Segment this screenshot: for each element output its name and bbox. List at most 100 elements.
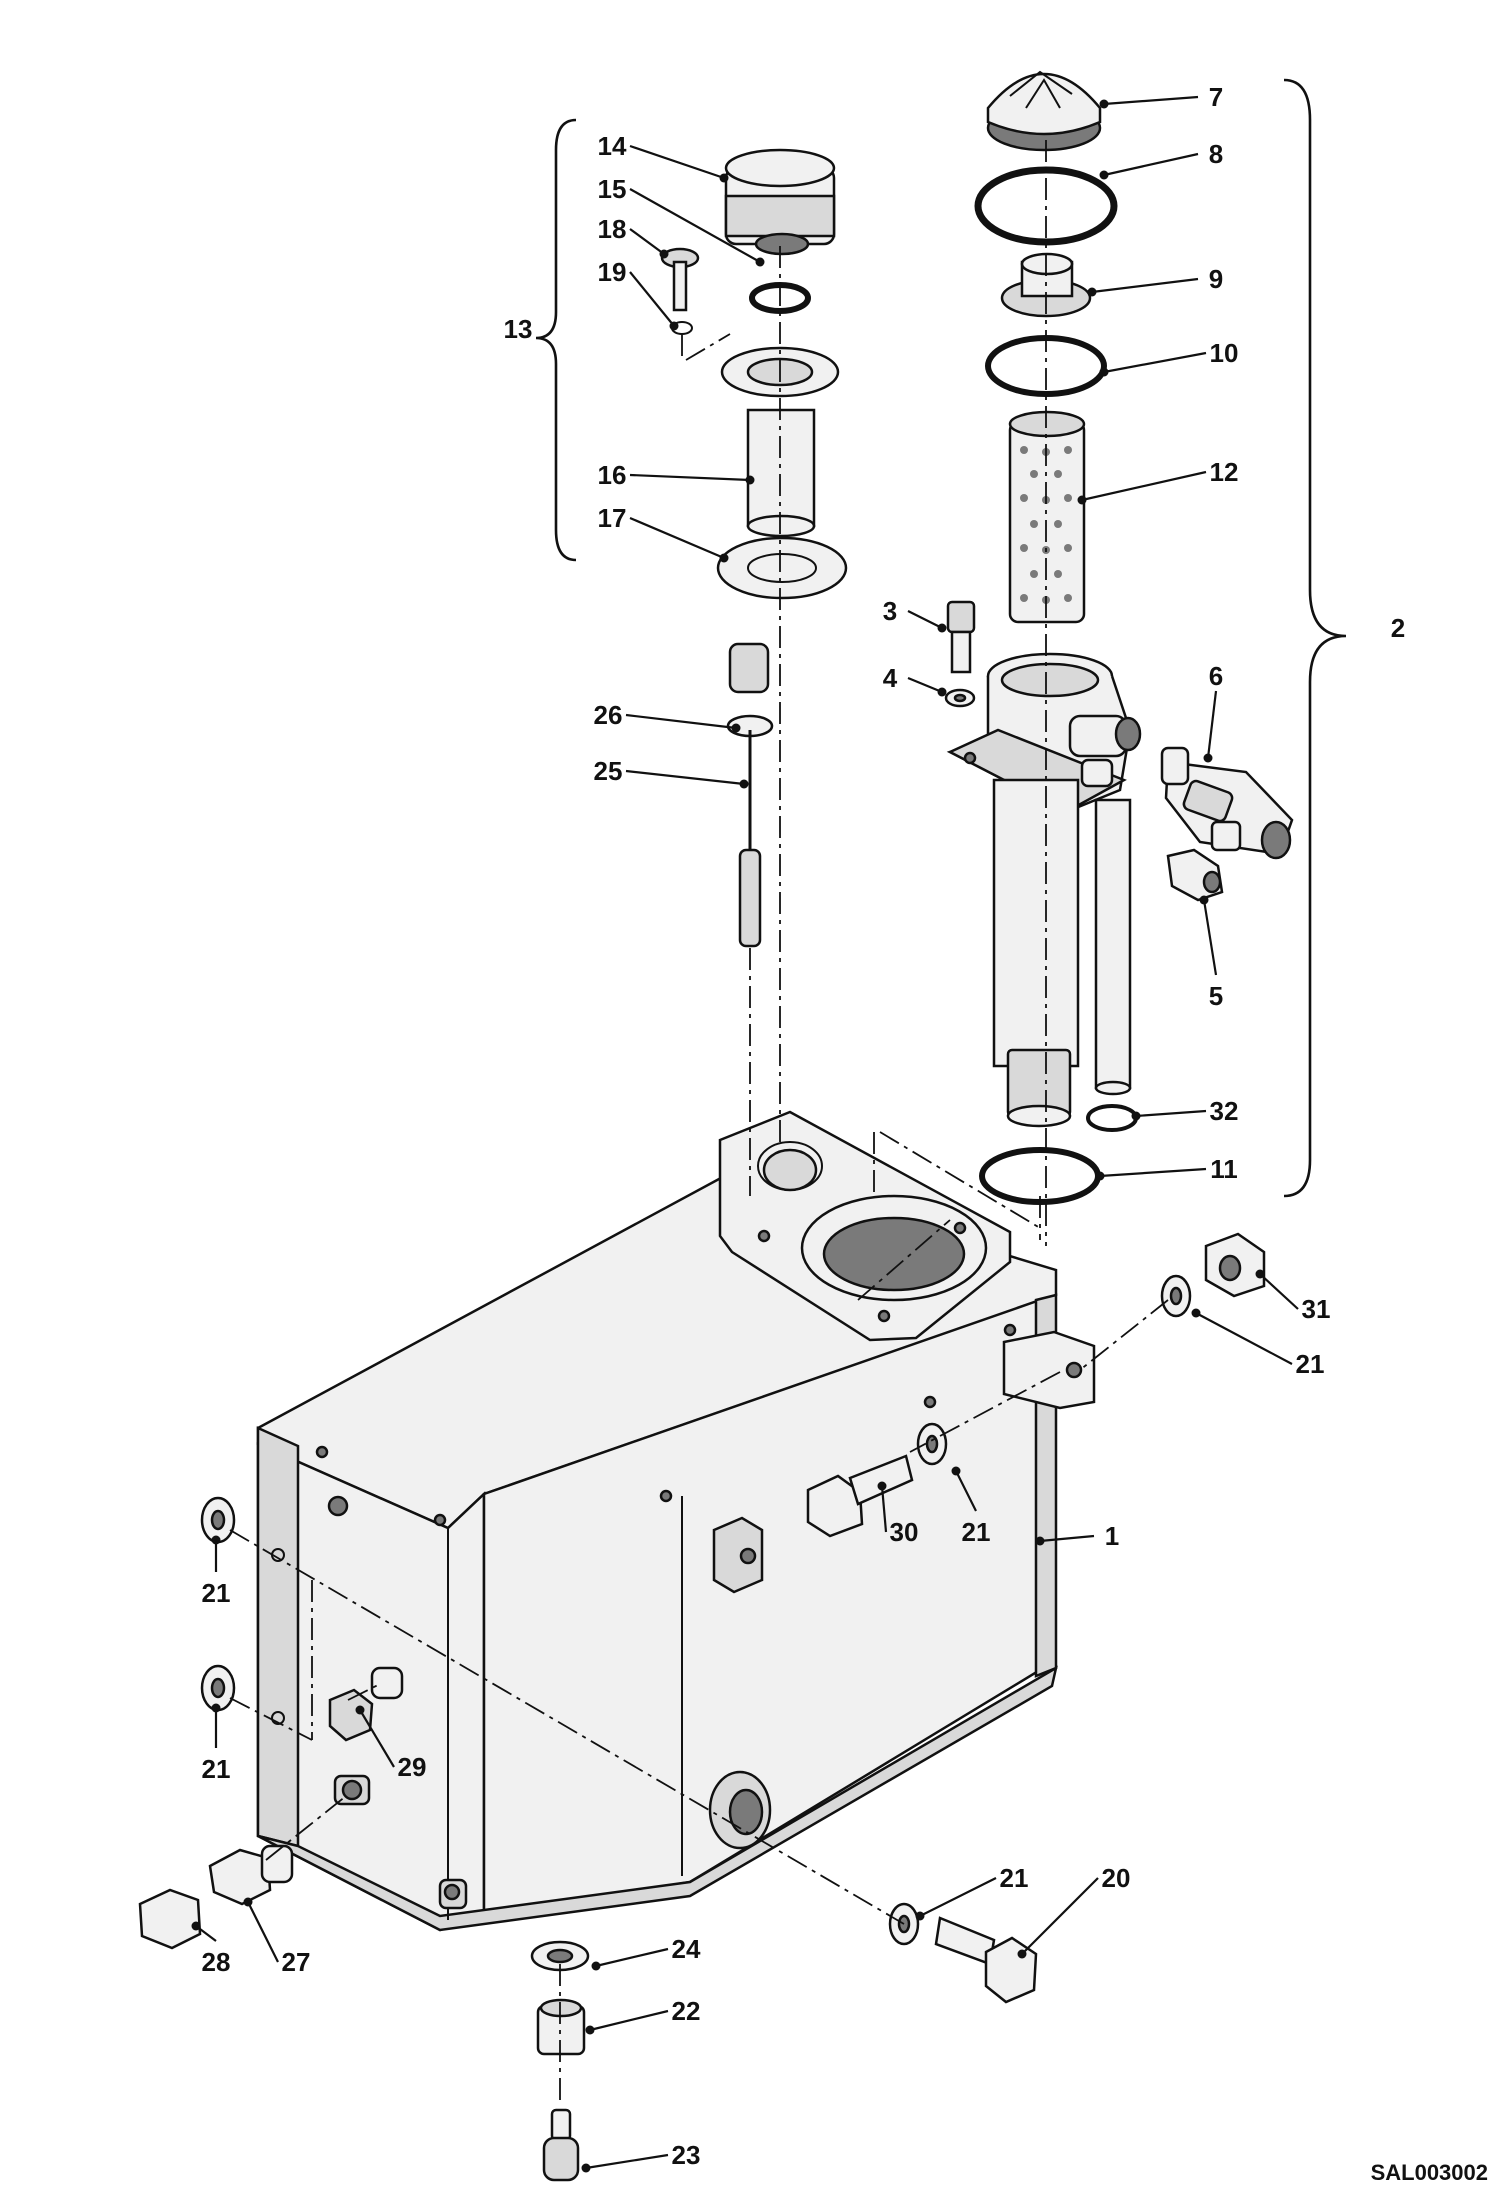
callout-dot [211, 1535, 221, 1545]
callout-c21d: 21 [202, 1703, 231, 1784]
callout-c30: 30 [877, 1481, 919, 1547]
callout-dot [1203, 753, 1213, 763]
callout-leader [1135, 1109, 1207, 1118]
callout-dot [739, 779, 749, 789]
callout-c29: 29 [355, 1705, 426, 1782]
callout-number: 5 [1209, 981, 1223, 1011]
callout-dot [877, 1481, 887, 1491]
filler-assembly [660, 148, 848, 948]
callout-c10: 10 [1099, 338, 1239, 377]
callout-number: 4 [883, 663, 898, 693]
callout-leader [359, 1709, 395, 1768]
callout-dot [1131, 1111, 1141, 1121]
callout-number: 10 [1210, 338, 1239, 368]
callout-number: 30 [890, 1517, 919, 1547]
callout-dot [719, 173, 729, 183]
callout-c24: 24 [591, 1934, 701, 1971]
filter-assembly [944, 70, 1294, 1205]
callout-dot [1035, 1536, 1045, 1546]
callout-leader [247, 1901, 279, 1963]
callout-dot [1099, 99, 1109, 109]
callout-c7: 7 [1099, 82, 1223, 112]
callout-leader [629, 188, 761, 263]
callout-dot [1017, 1949, 1027, 1959]
callout-leader [1103, 152, 1199, 177]
callout-leader [625, 769, 745, 786]
callout-dot [659, 249, 669, 259]
callout-dot [1099, 367, 1109, 377]
callout-c14: 14 [598, 131, 729, 183]
callout-leader [1091, 277, 1199, 294]
callout-leader [589, 2009, 669, 2032]
callout-number: 21 [202, 1754, 231, 1784]
callout-dot [745, 475, 755, 485]
callout-dot [581, 2163, 591, 2173]
callout-number: 3 [883, 596, 897, 626]
callout-c32: 32 [1131, 1096, 1239, 1126]
callout-leader [1021, 1877, 1099, 1955]
callout-dot [755, 257, 765, 267]
callout-number: 18 [598, 214, 627, 244]
callout-number: 23 [672, 2140, 701, 2170]
callout-leader [629, 228, 665, 255]
callout-leader [955, 1470, 977, 1512]
callout-c19: 19 [598, 257, 679, 331]
callout-c3: 3 [883, 596, 947, 633]
callout-dot [1199, 895, 1209, 905]
callout-leader [1259, 1273, 1299, 1310]
callout-c8: 8 [1099, 139, 1223, 180]
callout-c16: 16 [598, 460, 755, 490]
callout-number: 21 [962, 1517, 991, 1547]
callout-c1: 1 [1035, 1521, 1119, 1551]
callout-number: 15 [598, 174, 627, 204]
callout-number: 6 [1209, 661, 1223, 691]
callout-dot [191, 1921, 201, 1931]
callout-c13: 13 [504, 314, 533, 344]
callout-c23: 23 [581, 2140, 701, 2173]
callout-c15: 15 [598, 174, 765, 267]
callout-leader [629, 144, 725, 180]
callout-leader [1099, 1167, 1207, 1178]
callout-leader [1103, 95, 1199, 106]
callout-c4: 4 [883, 663, 947, 697]
callout-number: 16 [598, 460, 627, 490]
callout-c25: 25 [594, 756, 749, 789]
callout-number: 24 [672, 1934, 701, 1964]
callout-c22: 22 [585, 1996, 700, 2035]
callout-c12: 12 [1077, 457, 1239, 505]
callout-number: 13 [504, 314, 533, 344]
callout-leader [1081, 470, 1207, 502]
callout-dot [937, 687, 947, 697]
callout-number: 11 [1210, 1154, 1238, 1184]
callout-number: 8 [1209, 139, 1223, 169]
callout-c9: 9 [1087, 264, 1223, 297]
callout-number: 27 [282, 1947, 311, 1977]
callout-c5: 5 [1199, 895, 1223, 1011]
callout-number: 17 [598, 503, 627, 533]
callout-dot [585, 2025, 595, 2035]
callout-number: 32 [1210, 1096, 1239, 1126]
callout-leader [625, 713, 737, 730]
callout-number: 12 [1210, 457, 1239, 487]
callout-dot [915, 1911, 925, 1921]
callout-c20: 20 [1017, 1863, 1130, 1959]
callout-leader [1039, 1534, 1095, 1543]
callout-leader [907, 676, 943, 694]
callout-dot [1099, 170, 1109, 180]
callout-number: 31 [1302, 1294, 1331, 1324]
callout-number: 21 [1296, 1349, 1325, 1379]
callout-c21c: 21 [202, 1535, 230, 1608]
tank-mounting-flange [718, 1110, 1012, 1342]
callout-c18: 18 [598, 214, 669, 259]
callout-leader [1206, 690, 1218, 759]
callout-leader [629, 473, 751, 482]
callout-dot [1255, 1269, 1265, 1279]
callout-dot [669, 321, 679, 331]
callout-c17: 17 [598, 503, 729, 563]
callout-c11: 11 [1095, 1154, 1238, 1184]
callout-leader [1202, 899, 1218, 976]
callout-number: 28 [202, 1947, 231, 1977]
callout-number: 7 [1209, 82, 1223, 112]
